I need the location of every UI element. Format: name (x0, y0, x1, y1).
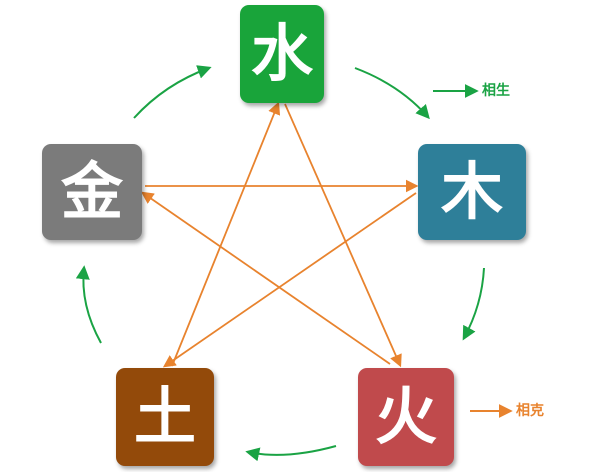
generate-arrow-fire-to-earth (245, 445, 337, 462)
element-box-wood: 木 (418, 144, 526, 240)
element-box-earth: 土 (116, 368, 214, 466)
generate-arrow-wood-to-fire (462, 267, 485, 341)
generate-arrow-earth-to-metal (75, 265, 102, 344)
overcome-arrow-water-to-fire (284, 103, 402, 368)
element-box-water: 水 (240, 5, 324, 103)
element-box-fire: 火 (358, 368, 454, 466)
legend-overcome-label: 相克 (516, 403, 544, 419)
overcome-arrow-fire-to-metal (140, 191, 391, 365)
element-box-metal: 金 (42, 144, 142, 240)
element-label-fire: 火 (374, 380, 437, 453)
element-label-metal: 金 (60, 155, 123, 228)
legend-generate-label: 相生 (482, 83, 510, 99)
overcome-arrow-earth-to-water (171, 101, 281, 367)
generate-arrow-metal-to-water (133, 65, 212, 119)
element-label-water: 水 (250, 17, 313, 90)
element-label-wood: 木 (440, 155, 503, 228)
element-label-earth: 土 (133, 380, 196, 453)
overcome-arrow-wood-to-earth (162, 192, 417, 368)
generate-arrow-water-to-wood (354, 67, 430, 120)
